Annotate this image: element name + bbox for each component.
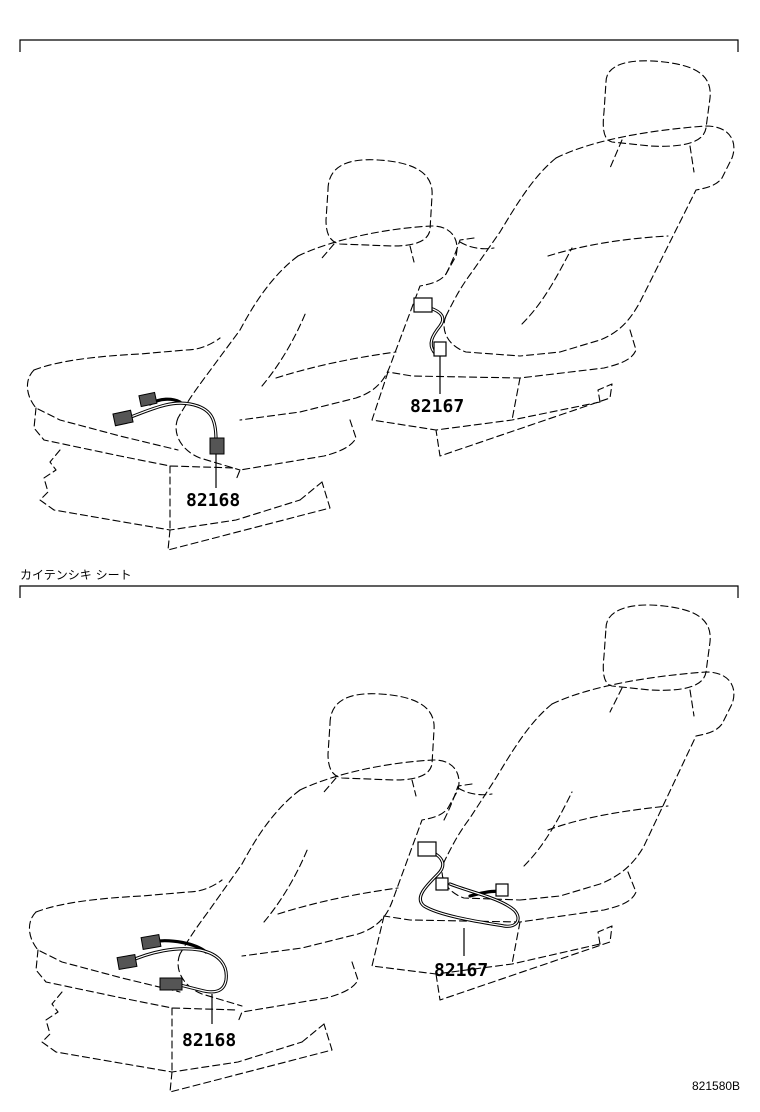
section-caption: カイテンシキ シート	[20, 568, 132, 582]
figure-id: 821580B	[692, 1079, 740, 1093]
top-harness-82168	[112, 391, 225, 455]
top-panel: 82168 82167	[19, 39, 739, 551]
bottom-part-label-82167: 82167	[434, 960, 488, 981]
bottom-panel-bracket	[19, 585, 739, 598]
bottom-harness-82167	[417, 841, 520, 928]
bottom-left-seat-outline	[28, 693, 460, 1093]
top-right-seat-outline	[371, 60, 735, 457]
bottom-right-seat-outline	[371, 604, 735, 1001]
top-harness-82167	[413, 297, 447, 357]
top-panel-bracket	[19, 39, 739, 52]
top-left-seat-outline	[26, 159, 458, 551]
top-part-label-82168: 82168	[186, 490, 240, 511]
bottom-panel: 82168 82167	[19, 585, 739, 1093]
top-part-label-82167: 82167	[410, 396, 464, 417]
bottom-part-label-82168: 82168	[182, 1030, 236, 1051]
bottom-harness-82168	[116, 933, 228, 994]
